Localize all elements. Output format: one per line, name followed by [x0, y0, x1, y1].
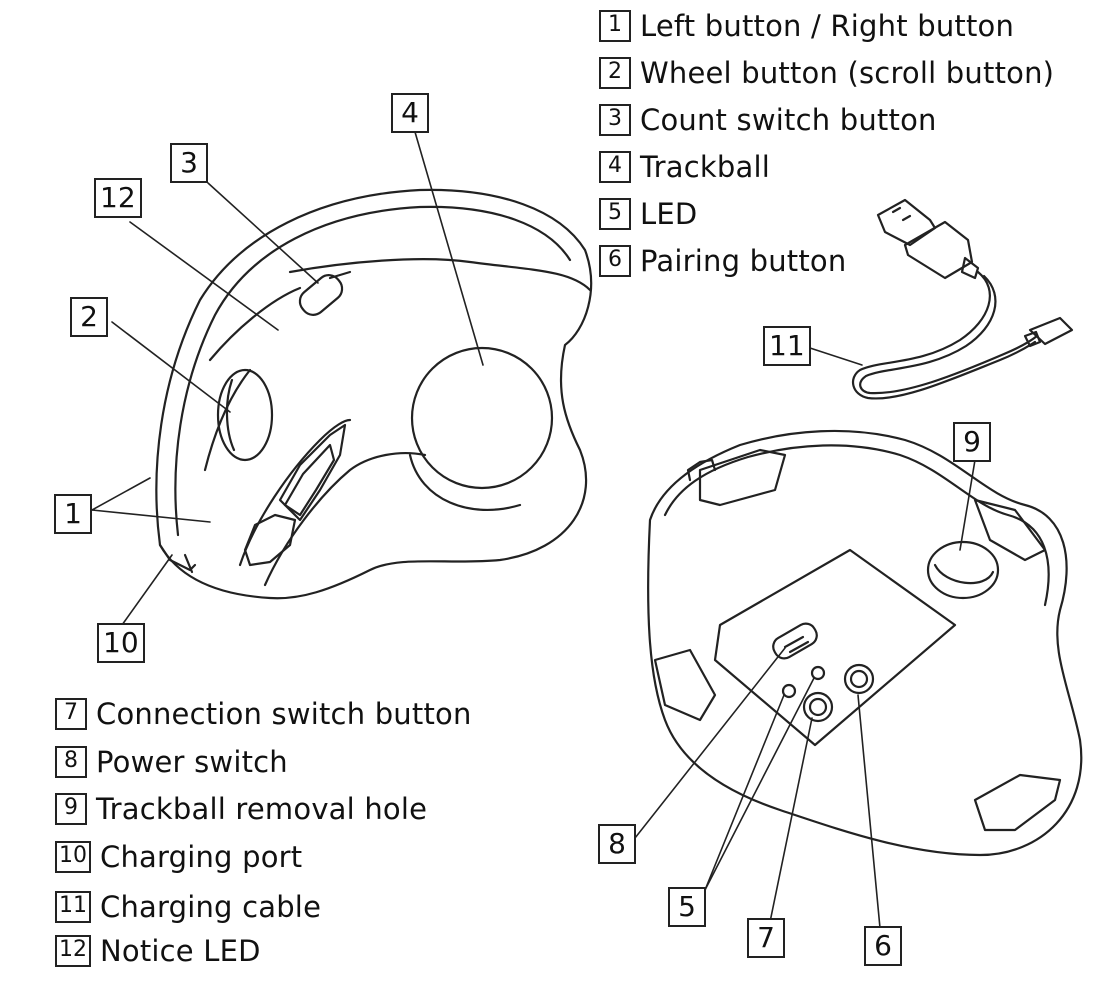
legend-number: 5 — [599, 198, 631, 230]
legend-item: 11 Charging cable — [55, 890, 321, 924]
callout-4: 4 — [391, 93, 429, 133]
charging-cable — [851, 198, 1074, 400]
legend-number: 9 — [55, 793, 87, 825]
callout-10: 10 — [97, 623, 145, 663]
legend-item: 2 Wheel button (scroll button) — [599, 56, 1054, 90]
legend-text: Wheel button (scroll button) — [640, 56, 1055, 90]
callout-1: 1 — [54, 494, 92, 534]
legend-item: 10 Charging port — [55, 840, 302, 874]
legend-item: 1 Left button / Right button — [599, 9, 1014, 43]
callout-12: 12 — [94, 178, 142, 218]
legend-item: 6 Pairing button — [599, 244, 846, 278]
legend-item: 3 Count switch button — [599, 103, 937, 137]
callout-7: 7 — [747, 918, 785, 958]
legend-text: LED — [640, 197, 698, 231]
legend-item: 4 Trackball — [599, 150, 770, 184]
legend-number: 7 — [55, 698, 87, 730]
legend-number: 12 — [55, 935, 91, 967]
legend-text: Charging port — [100, 840, 303, 874]
legend-item: 5 LED — [599, 197, 697, 231]
callout-6: 6 — [864, 926, 902, 966]
legend-text: Trackball removal hole — [96, 792, 428, 826]
legend-text: Connection switch button — [96, 697, 472, 731]
mouse-top-view — [155, 188, 593, 600]
callout-5: 5 — [668, 887, 706, 927]
legend-number: 1 — [599, 10, 631, 42]
legend-item: 12 Notice LED — [55, 934, 261, 968]
leader-lines-bottom — [634, 459, 976, 929]
callout-8: 8 — [598, 824, 636, 864]
legend-item: 9 Trackball removal hole — [55, 792, 427, 826]
legend-number: 8 — [55, 746, 87, 778]
legend-number: 11 — [55, 891, 91, 923]
legend-number: 4 — [599, 151, 631, 183]
legend-item: 7 Connection switch button — [55, 697, 472, 731]
legend-number: 6 — [599, 245, 631, 277]
callout-9: 9 — [953, 422, 991, 462]
legend-number: 2 — [599, 57, 631, 89]
callout-3: 3 — [170, 143, 208, 183]
legend-text: Power switch — [96, 745, 288, 779]
legend-text: Count switch button — [640, 103, 937, 137]
legend-number: 10 — [55, 841, 91, 873]
legend-text: Pairing button — [640, 244, 847, 278]
legend-text: Charging cable — [100, 890, 322, 924]
leader-lines-top — [91, 131, 863, 626]
legend-text: Trackball — [640, 150, 770, 184]
legend-item: 8 Power switch — [55, 745, 288, 779]
legend-number: 3 — [599, 104, 631, 136]
callout-2: 2 — [70, 297, 108, 337]
mouse-bottom-view — [647, 429, 1083, 857]
legend-text: Left button / Right button — [640, 9, 1015, 43]
legend-text: Notice LED — [100, 934, 261, 968]
callout-11: 11 — [763, 326, 811, 366]
